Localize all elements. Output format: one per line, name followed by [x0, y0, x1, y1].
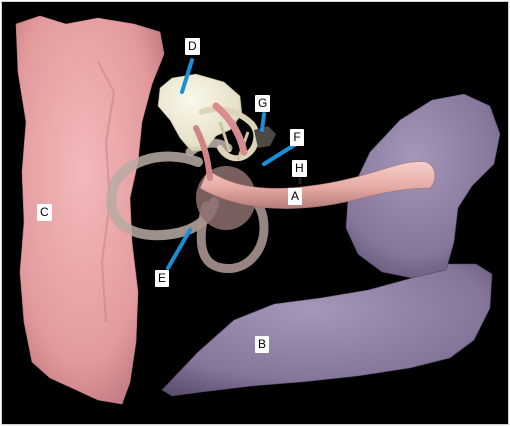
label-c: C: [37, 204, 52, 221]
label-g: G: [255, 95, 270, 112]
label-f: F: [290, 129, 304, 146]
leader-line-g: [262, 114, 264, 130]
label-d: D: [185, 38, 200, 55]
structure-g: [254, 126, 276, 148]
label-b: B: [255, 336, 269, 353]
structure-b-lower: [162, 264, 492, 396]
label-a: A: [288, 188, 302, 205]
label-h: H: [292, 160, 307, 177]
label-e: E: [155, 270, 169, 287]
